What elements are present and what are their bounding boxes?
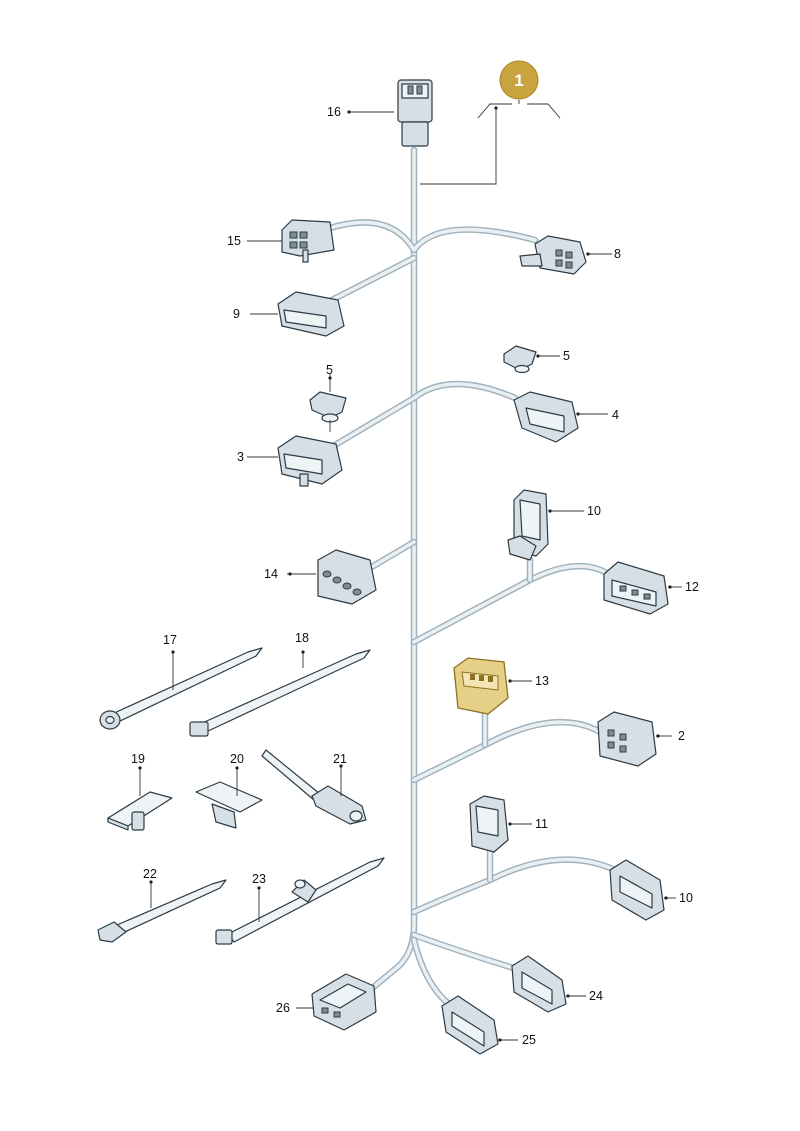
connector-24 [511,955,586,1013]
connector-11 [469,795,532,853]
callout-labels: 16 15 8 9 5 5 4 3 10 12 14 17 18 13 2 19… [131,105,699,1047]
connector-8 [519,235,612,275]
callout-19: 19 [131,752,145,766]
callout-22: 22 [143,867,157,881]
callout-17: 17 [163,633,177,647]
callout-5-right: 5 [563,349,570,363]
connector-13-highlighted [453,657,532,715]
cable-tie-21 [261,749,367,825]
callout-26: 26 [276,1001,290,1015]
cable-tie-18 [189,649,371,737]
connector-16 [347,79,433,147]
callout-18: 18 [295,631,309,645]
callout-3: 3 [237,450,244,464]
connector-10-lower [609,859,676,921]
callout-2: 2 [678,729,685,743]
callout-5-left: 5 [326,363,333,377]
cable-tie-22 [97,879,227,943]
connector-9 [250,291,345,337]
callout-25: 25 [522,1033,536,1047]
connector-15 [247,219,335,263]
callout-9: 9 [233,307,240,321]
connector-3 [247,435,343,487]
callout-10-upper: 10 [587,504,601,518]
callout-23: 23 [252,872,266,886]
badge-label: 1 [514,71,523,90]
connector-25 [441,995,518,1055]
connector-14 [287,549,377,605]
connector-2 [597,711,672,767]
callout-12: 12 [685,580,699,594]
part-badge: 1 [420,60,561,185]
connector-12 [603,561,682,615]
callout-4: 4 [612,408,619,422]
harness-wires [324,146,619,1009]
callout-13: 13 [535,674,549,688]
callout-10-lower: 10 [679,891,693,905]
callout-15: 15 [227,234,241,248]
callout-20: 20 [230,752,244,766]
clip-20 [195,766,263,829]
clip-19 [107,766,173,831]
callout-21: 21 [333,752,347,766]
connector-26 [296,973,377,1031]
cable-tie-17 [99,647,263,730]
callout-11: 11 [535,817,548,831]
connector-10-upper [507,489,584,561]
clip-5-left [309,374,347,432]
callout-24: 24 [589,989,603,1003]
callout-14: 14 [264,567,278,581]
callout-8: 8 [614,247,621,261]
callout-16: 16 [327,105,341,119]
connector-4 [513,391,608,443]
clip-5-right [503,345,560,374]
cable-tie-23 [215,857,385,945]
